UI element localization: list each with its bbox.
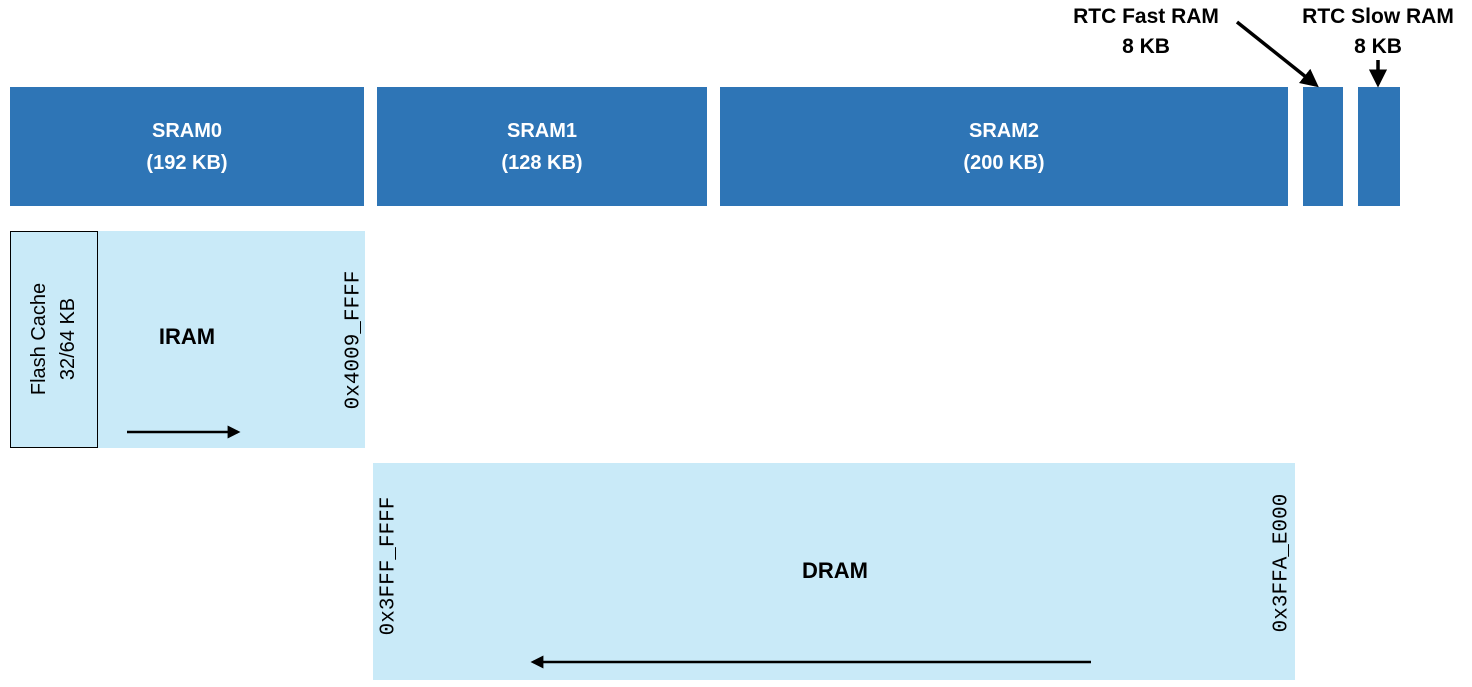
flash-cache-name: Flash Cache xyxy=(28,282,50,396)
rtc-slow-ram-annotation: RTC Slow RAM 8 KB xyxy=(1285,2,1471,62)
dram-high-address: 0x3FFF_FFFF xyxy=(377,496,401,636)
sram2-name: SRAM2 xyxy=(968,119,1039,142)
sram1-block: SRAM1 (128 KB) xyxy=(377,87,707,206)
flash-cache-block xyxy=(10,231,98,448)
sram2-size: (200 KB) xyxy=(963,151,1045,174)
rtc-fast-ram-annotation: RTC Fast RAM 8 KB xyxy=(1051,2,1241,62)
rtc-fast-ram-name: RTC Fast RAM xyxy=(1073,5,1219,28)
flash-cache-label: Flash Cache 32/64 KB xyxy=(25,283,83,395)
rtc-slow-ram-block xyxy=(1358,87,1400,206)
dram-block xyxy=(373,463,1295,680)
sram0-name: SRAM0 xyxy=(151,119,222,142)
iram-label: IRAM xyxy=(158,324,216,349)
sram0-size: (192 KB) xyxy=(146,151,228,174)
flash-cache-size: 32/64 KB xyxy=(57,297,79,381)
rtc-fast-ram-size: 8 KB xyxy=(1122,35,1170,58)
dram-low-address: 0x3FFA_E000 xyxy=(1270,493,1294,633)
rtc-fast-ram-block xyxy=(1303,87,1343,206)
sram1-name: SRAM1 xyxy=(506,119,577,142)
sram0-block: SRAM0 (192 KB) xyxy=(10,87,364,206)
rtc-slow-ram-name: RTC Slow RAM xyxy=(1302,5,1454,28)
sram1-size: (128 KB) xyxy=(501,151,583,174)
iram-end-address: 0x4009_FFFF xyxy=(342,270,366,410)
dram-label: DRAM xyxy=(802,558,868,583)
sram2-block: SRAM2 (200 KB) xyxy=(720,87,1288,206)
rtc-slow-ram-size: 8 KB xyxy=(1354,35,1402,58)
